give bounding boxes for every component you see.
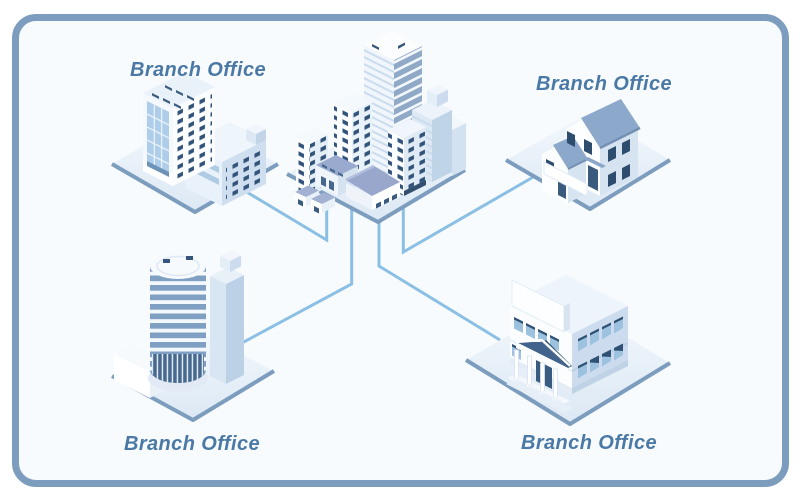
roof — [316, 155, 358, 176]
branch-building-top-right — [504, 99, 672, 211]
tower-body — [150, 266, 206, 383]
hub-city-cluster — [286, 31, 467, 224]
connector-center-to-top-right — [401, 174, 536, 255]
rooftop-ac-units — [152, 85, 194, 109]
branch-label-top-right: Branch Office — [536, 73, 672, 95]
branch-label-top-left: Branch Office — [130, 59, 266, 81]
connector-center-to-bottom-left — [239, 206, 354, 346]
portico — [506, 338, 574, 413]
branch-label-bottom-left: Branch Office — [124, 433, 260, 455]
door — [588, 165, 598, 191]
branch-building-bottom-left — [111, 250, 276, 422]
roof — [553, 136, 588, 169]
connector-center-to-bottom-right — [377, 218, 501, 342]
branch-label-bottom-right: Branch Office — [521, 432, 657, 454]
branch-building-bottom-right — [464, 275, 672, 426]
branch-building-top-left — [110, 72, 280, 214]
roof — [581, 99, 640, 148]
fence-wall — [543, 161, 588, 197]
